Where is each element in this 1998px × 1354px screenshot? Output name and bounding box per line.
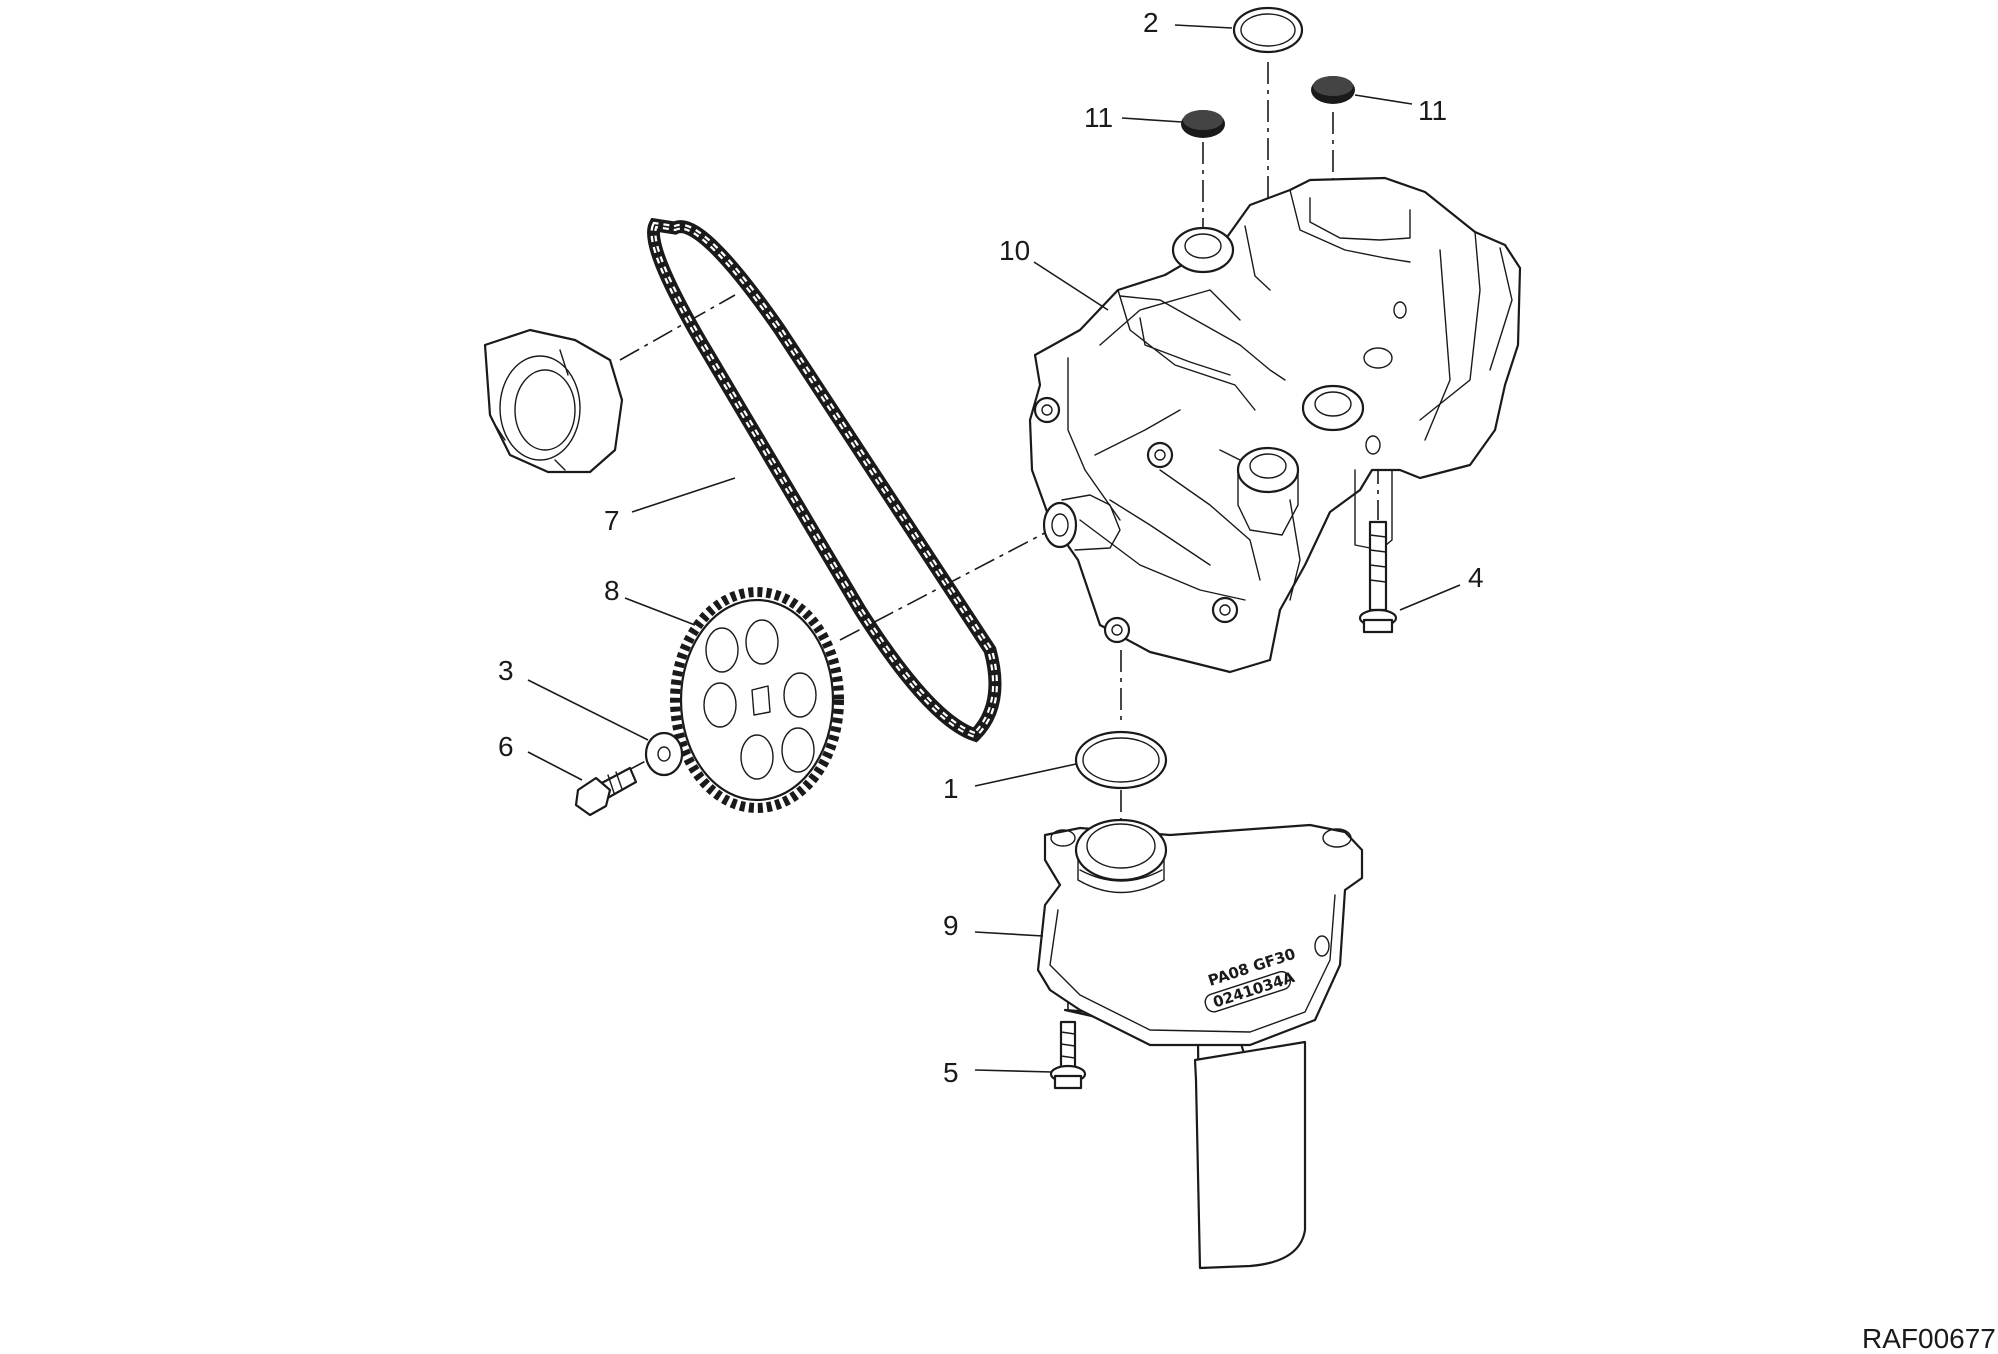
drawing-reference-code: RAF00677 [1862,1323,1996,1354]
pump-sprocket [670,587,844,813]
callout-6: 6 [498,731,514,762]
washer [644,731,684,777]
o-ring-top [1232,6,1304,54]
callout-2: 2 [1143,7,1159,38]
callout-4: 4 [1468,562,1484,593]
callout-5: 5 [943,1057,959,1088]
plug-seal-left [1181,110,1225,138]
drive-chain [646,217,1002,743]
callout-11-right: 11 [1418,95,1447,126]
o-ring-bottom [1074,730,1168,790]
callout-11-left: 11 [1084,102,1113,133]
callout-labels: 2 11 11 10 7 8 3 6 1 4 9 5 [498,7,1484,1088]
callout-8: 8 [604,575,620,606]
oil-pickup-strainer: PA08 GF30 0241034A [1036,818,1364,1270]
strainer-bolt [1049,1020,1087,1090]
leader-lines [527,24,1461,1073]
callout-7: 7 [604,505,620,536]
crankshaft-gear [483,328,624,474]
pump-mounting-bolt [1358,520,1398,634]
plug-seal-right [1311,76,1355,104]
oil-pump-body [1028,176,1522,674]
callout-9: 9 [943,910,959,941]
callout-10: 10 [999,235,1030,266]
callout-3: 3 [498,655,514,686]
callout-1: 1 [943,773,959,804]
sprocket-bolt [574,766,638,817]
